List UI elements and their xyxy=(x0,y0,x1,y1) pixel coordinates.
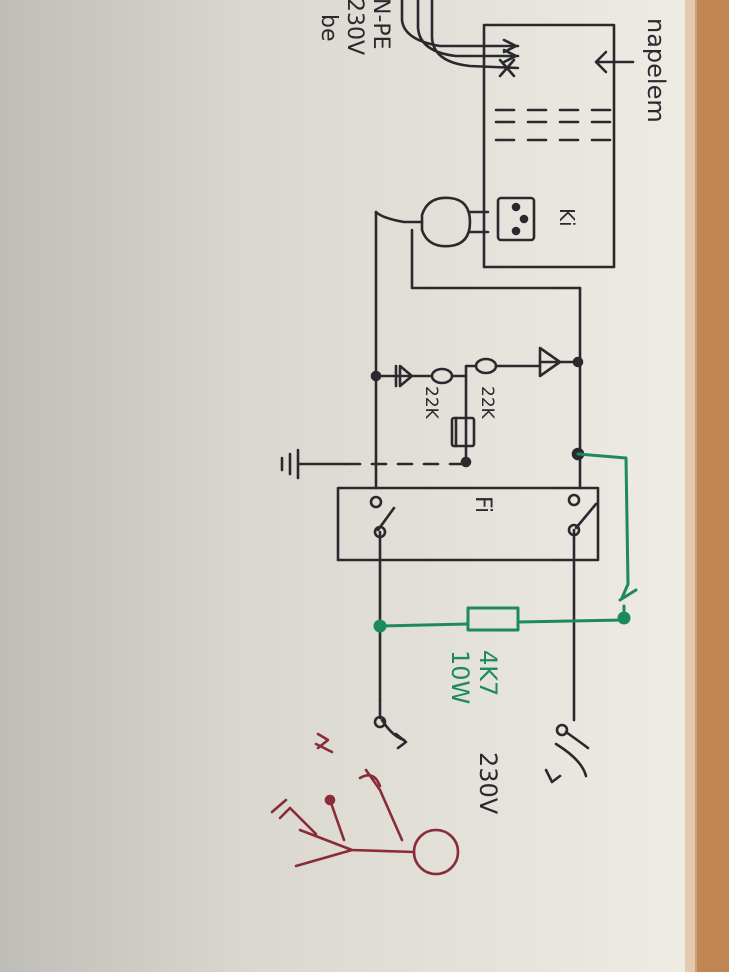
plug xyxy=(420,196,472,248)
person-figure xyxy=(270,732,460,876)
earth-symbol xyxy=(280,448,348,480)
solar-panel-box xyxy=(482,23,616,269)
power-resistor-value: 4K7 xyxy=(474,650,502,696)
rcd-box xyxy=(336,486,600,562)
diode-left xyxy=(374,364,432,388)
resistor-1-label: 22K xyxy=(421,386,441,420)
test-button xyxy=(450,416,476,448)
rcd-label: Fi xyxy=(470,496,495,513)
paper-sheet xyxy=(0,0,700,972)
wood-edge xyxy=(695,0,729,972)
panel-label: napelem xyxy=(642,18,670,123)
top-label-3: be xyxy=(316,14,341,42)
top-label-2: 230V xyxy=(342,0,367,55)
panel-cell-lines xyxy=(494,108,614,142)
inverter-label: Ki xyxy=(555,208,579,227)
voltage-label: 230V xyxy=(474,752,502,815)
resistor-2-label: 22K xyxy=(477,386,497,420)
right-output xyxy=(544,730,590,784)
green-switch xyxy=(618,582,638,602)
panel-arrow xyxy=(594,50,635,74)
power-resistor-watt: 10W xyxy=(446,650,474,704)
panel-x-mark xyxy=(498,58,516,78)
incoming-wire-3 xyxy=(430,0,520,70)
inverter-outlet xyxy=(496,196,536,242)
incoming-wire-1 xyxy=(400,0,520,48)
top-label-1: N-PE xyxy=(368,0,393,50)
green-wire-top xyxy=(576,452,630,586)
incoming-wire-2 xyxy=(416,0,520,58)
power-resistor xyxy=(466,606,520,632)
